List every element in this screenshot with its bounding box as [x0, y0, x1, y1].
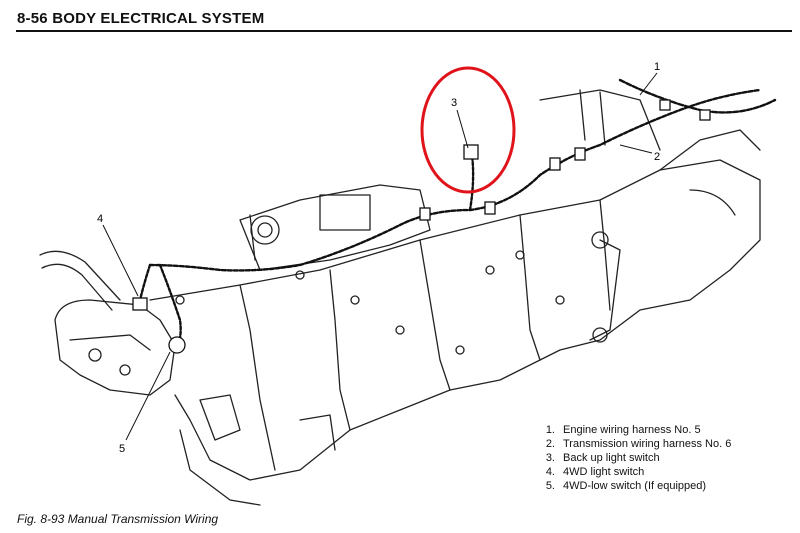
- callout-1: 1: [654, 61, 660, 73]
- 4wd-low-switch: [168, 336, 186, 354]
- legend-item: 2.Transmission wiring harness No. 6: [545, 438, 732, 450]
- backup-light-switch: [463, 144, 479, 160]
- legend-item: 5.4WD-low switch (If equipped): [545, 480, 707, 492]
- top-cover: [239, 184, 431, 271]
- legend-item: 3.Back up light switch: [545, 452, 660, 464]
- harness-branch-4wd: [138, 263, 152, 302]
- callout-2: 2: [654, 151, 660, 163]
- legend-list: 1.Engine wiring harness No. 5 2.Transmis…: [535, 423, 732, 493]
- legend-item: 4.4WD light switch: [545, 466, 645, 478]
- harness-branch-4wd-low: [158, 263, 182, 347]
- harness-no6: [148, 88, 762, 272]
- transmission-housing: [149, 159, 761, 481]
- page-header: 8-56 BODY ELECTRICAL SYSTEM: [17, 10, 265, 27]
- callout-3: 3: [451, 97, 457, 109]
- highlight-circle: [420, 66, 516, 194]
- header-rule: [16, 30, 792, 32]
- harness-branch-backup: [468, 153, 475, 212]
- transmission-drawing: 1 2 3 4 5: [39, 61, 777, 506]
- transfer-case: [54, 299, 176, 396]
- callout-4: 4: [97, 213, 103, 225]
- legend-item: 1.Engine wiring harness No. 5: [545, 424, 701, 436]
- callout-5: 5: [119, 443, 125, 455]
- 4wd-light-switch: [132, 297, 148, 311]
- figure-caption: Fig. 8-93 Manual Transmission Wiring: [17, 512, 219, 526]
- linkage-tube: [39, 250, 121, 301]
